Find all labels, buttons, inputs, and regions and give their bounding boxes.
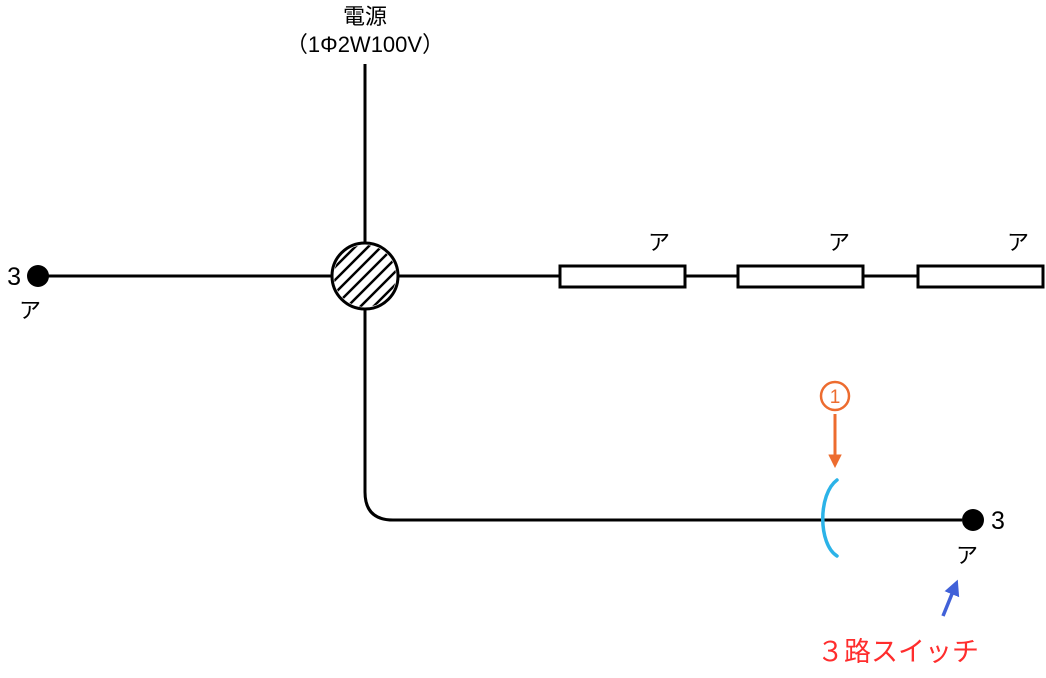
fixture-label-1: ア: [648, 230, 670, 255]
lower-branch-wire: [363, 309, 962, 522]
callout-number: 1: [830, 387, 841, 408]
right-switch-number: 3: [991, 507, 1005, 535]
power-source-title: 電源: [343, 4, 387, 29]
fixture-label-2: ア: [828, 230, 850, 255]
power-source-spec: （1Φ2W100V）: [286, 32, 444, 57]
right-switch-symbol: [962, 509, 984, 531]
callout-number-circle: [819, 380, 851, 412]
fixture-label-3: ア: [1007, 230, 1029, 255]
left-switch-number: 3: [7, 263, 21, 291]
right-switch-label: ア: [956, 543, 978, 568]
left-switch-symbol: [27, 265, 49, 287]
cable-mark-arc-icon: [821, 478, 839, 558]
three-way-switch-annotation: ３路スイッチ: [817, 637, 979, 667]
left-switch-label: ア: [19, 298, 41, 323]
fixture-symbol-2: [736, 264, 865, 289]
switch-pointer-arrow-icon: [941, 579, 960, 617]
fixture-symbol-3: [916, 264, 1045, 289]
fixture-symbol-1: [558, 264, 687, 289]
